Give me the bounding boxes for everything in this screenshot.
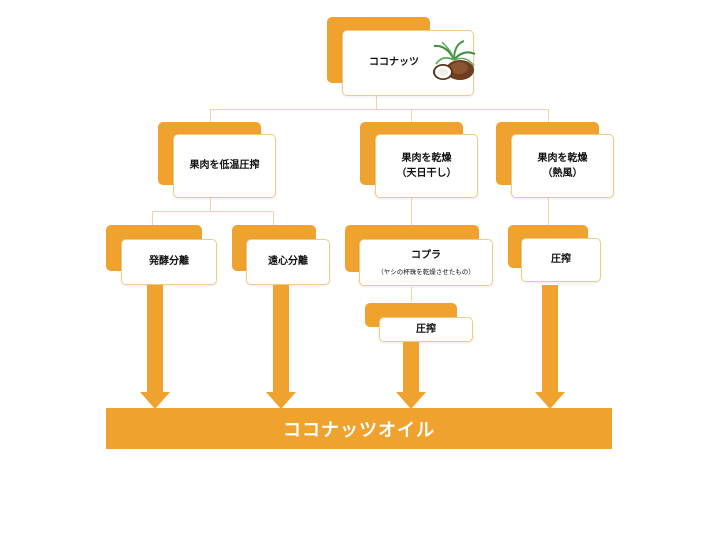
coconut-icon [433, 40, 476, 80]
arrow-hot-air-press-head [535, 392, 565, 409]
connector-copra-down [411, 287, 412, 302]
arrow-copra-press-shaft [403, 342, 419, 393]
copra-note: （ヤシの杯珠を乾燥させたもの） [377, 268, 475, 277]
hot-air-label: 果肉を乾燥 （熱風） [537, 152, 588, 180]
low-temp-press-label: 果肉を低温圧搾 [189, 160, 260, 172]
arrow-centrifugal-head [266, 392, 296, 409]
copra-press-node: 圧搾 [379, 317, 473, 342]
connector-to-centrifugal [273, 211, 274, 225]
connector-low-temp-down [210, 198, 211, 212]
connector-to-sun-dry [411, 109, 412, 123]
coconut-oil-label: ココナッツオイル [283, 419, 435, 441]
copra-press-label: 圧搾 [416, 323, 436, 335]
arrow-copra-press-head [396, 392, 426, 409]
connector-sun-dry-down [411, 198, 412, 225]
fermentation-separation-node: 発酵分離 [121, 239, 217, 285]
connector-to-low-temp [210, 109, 211, 123]
fermentation-separation-label: 発酵分離 [149, 256, 189, 268]
centrifugal-separation-label: 遠心分離 [268, 256, 308, 268]
root-node-label: ココナッツ [369, 57, 419, 69]
connector-to-fermentation [152, 211, 153, 225]
hot-air-press-node: 圧搾 [521, 238, 601, 282]
arrow-fermentation-head [140, 392, 170, 409]
connector-level1-horizontal [210, 109, 549, 110]
connector-hot-air-down [548, 198, 549, 225]
copra-label: コプラ [411, 249, 441, 261]
sun-dry-node: 果肉を乾燥 （天日干し） [375, 134, 478, 198]
centrifugal-separation-node: 遠心分離 [246, 239, 330, 285]
hot-air-node: 果肉を乾燥 （熱風） [511, 134, 614, 198]
connector-level2-horizontal [152, 211, 274, 212]
connector-to-hot-air [548, 109, 549, 123]
coconut-oil-result-bar: ココナッツオイル [106, 408, 612, 449]
copra-node: コプラ （ヤシの杯珠を乾燥させたもの） [359, 239, 493, 286]
arrow-fermentation-shaft [147, 285, 163, 393]
connector-root-down [376, 95, 377, 110]
hot-air-press-label: 圧搾 [551, 254, 571, 266]
sun-dry-label: 果肉を乾燥 （天日干し） [396, 152, 457, 180]
arrow-centrifugal-shaft [273, 285, 289, 393]
low-temp-press-node: 果肉を低温圧搾 [173, 134, 276, 198]
arrow-hot-air-press-shaft [542, 285, 558, 393]
